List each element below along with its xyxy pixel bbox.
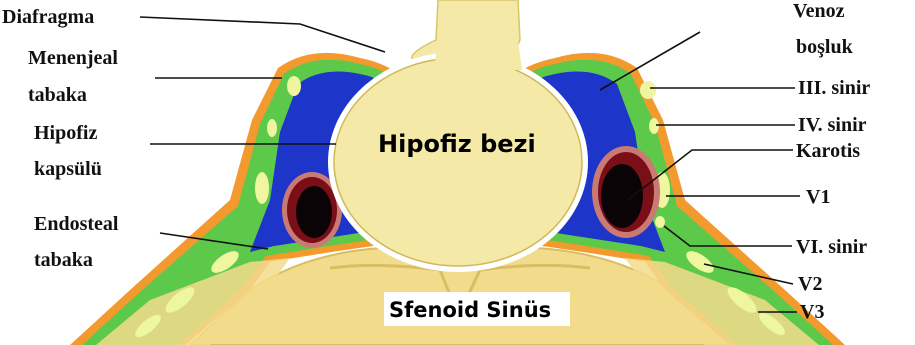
leader-diafragma [140, 17, 385, 52]
left-nerve-iii [287, 76, 301, 96]
label-endosteal-line2: tabaka [34, 249, 93, 271]
label-v3: V3 [800, 301, 824, 323]
label-diafragma: Diafragma [2, 6, 94, 28]
right-carotid-artery [592, 146, 660, 238]
right-nerve-vi [655, 216, 665, 228]
right-nerve-iv [649, 118, 659, 134]
label-menenjeal-line1: Menenjeal [28, 47, 118, 69]
label-v1: V1 [806, 186, 830, 208]
left-nerve-iv [267, 119, 277, 137]
label-iii-sinir: III. sinir [798, 77, 870, 99]
label-karotis: Karotis [796, 140, 860, 162]
pituitary-stalk-joint [434, 40, 522, 70]
label-hipofiz-bezi: Hipofiz bezi [378, 130, 536, 158]
label-hipofiz-kapsulu-line1: Hipofiz [34, 122, 97, 144]
label-iv-sinir: IV. sinir [798, 114, 867, 136]
label-vi-sinir: VI. sinir [796, 236, 867, 258]
label-menenjeal-line2: tabaka [28, 84, 87, 106]
pituitary-gland [334, 58, 582, 266]
label-sfenoid-sinus: Sfenoid Sinüs [389, 298, 551, 322]
label-hipofiz-kapsulu-line2: kapsülü [34, 158, 102, 180]
label-v2: V2 [798, 273, 822, 295]
label-venoz-line2: boşluk [796, 36, 854, 58]
right-nerve-iii [640, 81, 656, 99]
label-endosteal-line1: Endosteal [34, 213, 119, 235]
left-nerve-v1 [255, 172, 269, 204]
label-venoz-line1: Venoz [793, 0, 845, 22]
